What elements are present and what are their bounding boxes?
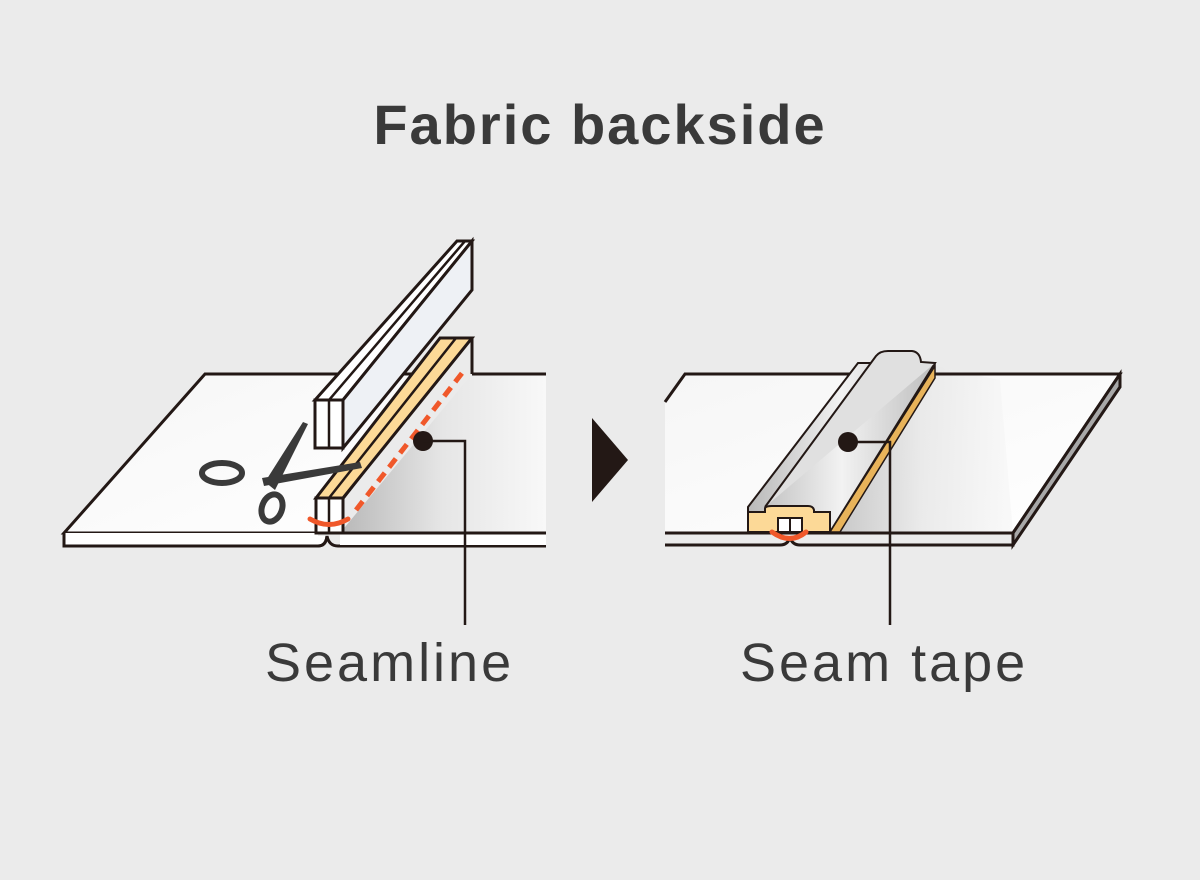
seamline-label: Seamline [265,633,515,693]
stitch-arc [307,516,351,527]
seam-allowance [312,336,476,535]
cut-strips [311,236,476,453]
seam-tape-illustration [663,350,1123,625]
seamline-illustration [60,236,546,625]
seam-tape-label: Seam tape [740,633,1029,693]
stitch-arc [769,529,809,541]
scissors-icon [199,422,362,525]
seam-tape-leader [848,440,892,625]
fabric-right-panel [340,374,546,533]
seamline-leader [423,439,467,625]
arrow-right-icon [592,418,628,502]
stitch-line [354,366,468,512]
diagram-title: Fabric backside [373,93,827,156]
